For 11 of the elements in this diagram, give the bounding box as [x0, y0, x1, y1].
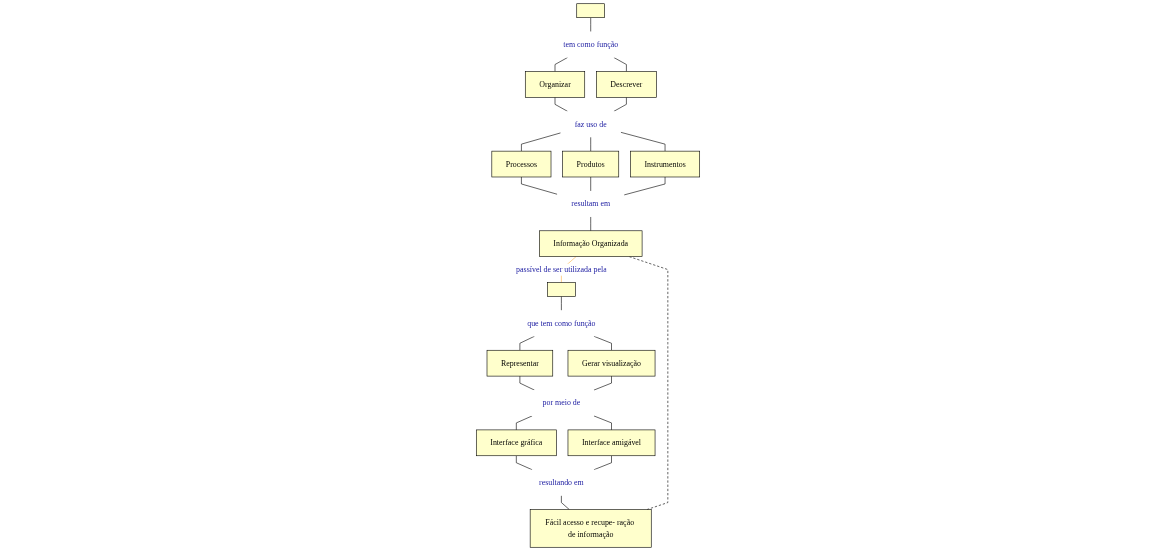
connector [613, 57, 627, 72]
node-box [576, 3, 605, 18]
connector [593, 375, 612, 391]
connector [613, 97, 627, 112]
connector [561, 495, 570, 510]
connector [593, 415, 612, 431]
node-box [547, 282, 576, 297]
connector [561, 296, 562, 311]
connector [521, 176, 558, 195]
connector [590, 216, 591, 232]
connector [554, 97, 568, 112]
